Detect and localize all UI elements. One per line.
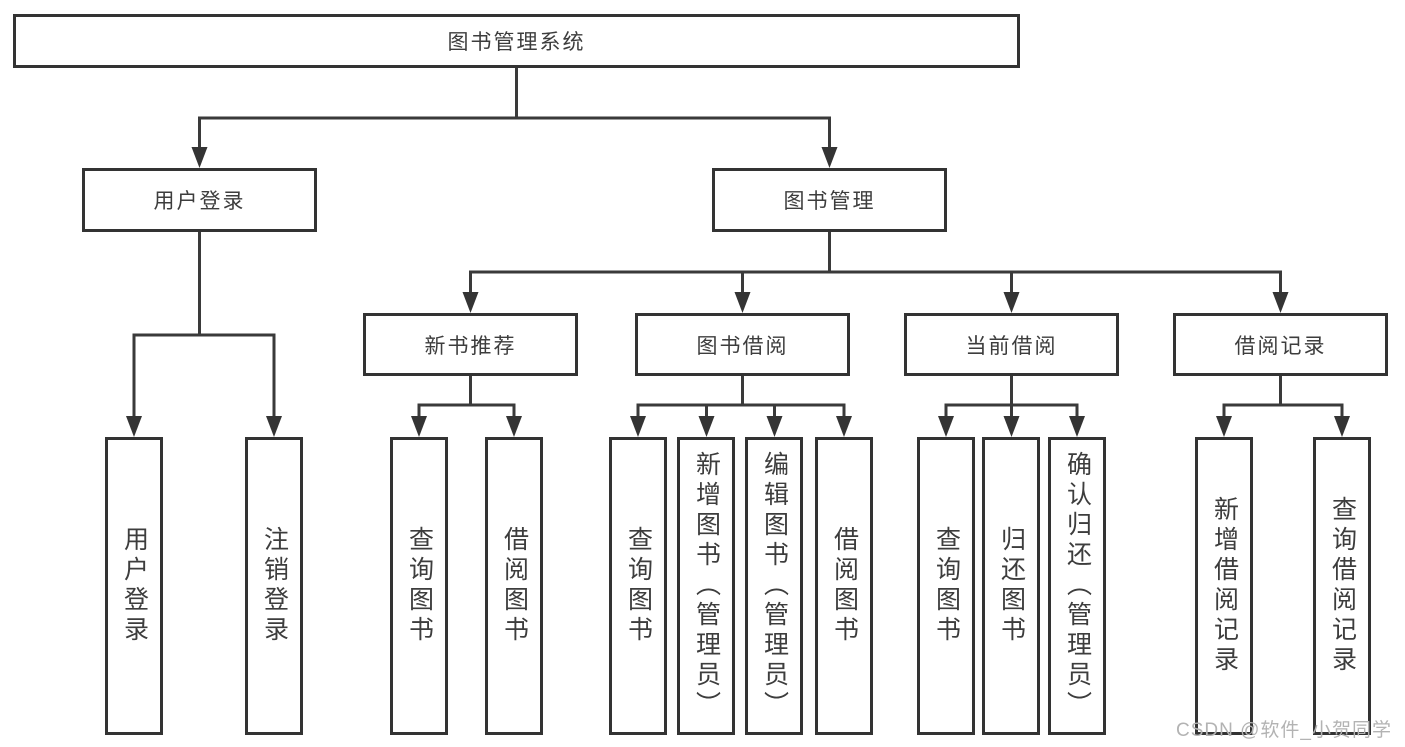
csdn-watermark: CSDN @软件_小贺同学 (1176, 720, 1392, 741)
arrowhead-icon (1069, 416, 1085, 437)
node-root-label: 图书管理系统 (447, 31, 586, 54)
leaf-query-books-2: 查询图书 (609, 437, 667, 735)
arrowhead-icon (1334, 416, 1350, 437)
leaf-logout: 注销登录 (245, 437, 303, 735)
leaf-add-books-admin: 新增图书（管理员） (677, 437, 735, 735)
node-borrowing-records: 借阅记录 (1173, 313, 1388, 376)
arrowhead-icon (836, 416, 852, 437)
leaf-query-borrow-record-label: 查询借阅记录 (1328, 496, 1357, 676)
leaf-query-books-3-label: 查询图书 (932, 526, 961, 646)
leaf-borrow-books-2: 借阅图书 (815, 437, 873, 735)
leaf-add-books-admin-label: 新增图书（管理员） (692, 451, 721, 721)
arrowhead-icon (821, 147, 838, 168)
arrowhead-icon (462, 292, 479, 313)
arrowhead-icon (938, 416, 954, 437)
node-root: 图书管理系统 (13, 14, 1020, 68)
leaf-query-books-1: 查询图书 (390, 437, 448, 735)
leaf-borrow-books-2-label: 借阅图书 (830, 526, 859, 646)
arrowhead-icon (1003, 292, 1020, 313)
leaf-borrow-books-1-label: 借阅图书 (500, 526, 529, 646)
arrowhead-icon (766, 416, 783, 437)
arrowhead-icon (1272, 292, 1289, 313)
leaf-query-borrow-record: 查询借阅记录 (1313, 437, 1371, 735)
arrowhead-icon (411, 416, 427, 437)
node-new-book-recommend: 新书推荐 (363, 313, 578, 376)
node-new-book-recommend-label: 新书推荐 (424, 334, 517, 358)
node-current-borrowing-label: 当前借阅 (965, 334, 1058, 358)
leaf-add-borrow-record: 新增借阅记录 (1195, 437, 1253, 735)
node-user-login-label: 用户登录 (153, 190, 246, 213)
node-book-borrowing: 图书借阅 (635, 313, 850, 376)
leaf-query-books-3: 查询图书 (917, 437, 975, 735)
node-book-management: 图书管理 (712, 168, 947, 232)
leaf-return-books: 归还图书 (982, 437, 1040, 735)
leaf-edit-books-admin: 编辑图书（管理员） (745, 437, 803, 735)
arrowhead-icon (266, 416, 282, 437)
arrowhead-icon (191, 147, 208, 168)
leaf-logout-label: 注销登录 (260, 526, 289, 646)
leaf-edit-books-admin-label: 编辑图书（管理员） (760, 451, 789, 721)
leaf-confirm-return-admin-label: 确认归还（管理员） (1063, 451, 1092, 721)
leaf-add-borrow-record-label: 新增借阅记录 (1210, 496, 1239, 676)
leaf-query-books-2-label: 查询图书 (624, 526, 653, 646)
arrowhead-icon (698, 416, 715, 437)
leaf-query-books-1-label: 查询图书 (405, 526, 434, 646)
arrowhead-icon (734, 292, 751, 313)
leaf-user-login: 用户登录 (105, 437, 163, 735)
leaf-confirm-return-admin: 确认归还（管理员） (1048, 437, 1106, 735)
node-book-borrowing-label: 图书借阅 (696, 334, 789, 358)
arrowhead-icon (1216, 416, 1232, 437)
leaf-return-books-label: 归还图书 (997, 526, 1026, 646)
arrowhead-icon (630, 416, 646, 437)
leaf-borrow-books-1: 借阅图书 (485, 437, 543, 735)
node-current-borrowing: 当前借阅 (904, 313, 1119, 376)
arrowhead-icon (126, 416, 142, 437)
node-borrowing-records-label: 借阅记录 (1234, 334, 1327, 358)
node-book-management-label: 图书管理 (783, 190, 876, 213)
arrowhead-icon (506, 416, 522, 437)
arrowhead-icon (1003, 416, 1020, 437)
leaf-user-login-label: 用户登录 (120, 526, 149, 646)
node-user-login: 用户登录 (82, 168, 317, 232)
